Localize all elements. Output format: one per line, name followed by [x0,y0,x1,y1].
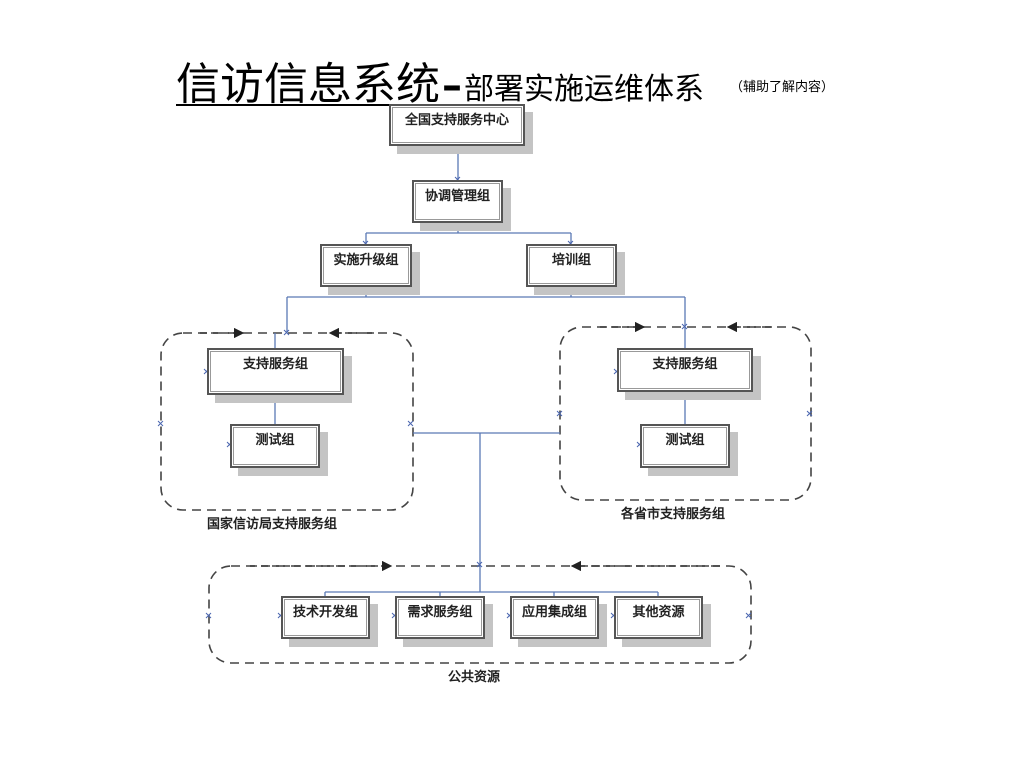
node-national-test: 测试组 [230,424,320,468]
node-national-support: 支持服务组 [207,348,344,395]
page-title: 信访信息系统–部署实施运维体系 （辅助了解内容） [176,48,834,112]
connector-lines [274,146,686,596]
group-label-public-resources: 公共资源 [448,670,501,685]
node-label: 测试组 [665,433,705,448]
node-requirements: 需求服务组 [395,596,485,639]
node-label: 应用集成组 [521,605,587,620]
node-implementation-upgrade: 实施升级组 [320,244,412,287]
title-main: 信访信息系统 [176,59,440,110]
node-coordination: 协调管理组 [412,180,503,223]
node-label: 支持服务组 [652,357,718,372]
node-national-center: 全国支持服务中心 [389,104,525,146]
node-label: 测试组 [255,433,295,448]
group-label-provincial: 各省市支持服务组 [621,507,726,522]
node-tech-dev: 技术开发组 [281,596,370,639]
node-label: 支持服务组 [242,357,308,372]
node-label: 培训组 [551,253,591,268]
node-label: 实施升级组 [333,253,399,268]
node-app-integration: 应用集成组 [510,596,599,639]
node-province-test: 测试组 [640,424,730,468]
node-training: 培训组 [526,244,617,287]
node-label: 协调管理组 [424,189,490,204]
node-label: 需求服务组 [407,605,473,620]
node-label: 全国支持服务中心 [404,113,509,128]
node-other-resources: 其他资源 [614,596,703,639]
title-note: （辅助了解内容） [730,80,835,95]
node-label: 其他资源 [632,605,685,620]
node-province-support: 支持服务组 [617,348,753,392]
title-dash: – [442,63,462,109]
group-label-national-bureau: 国家信访局支持服务组 [207,517,338,532]
title-subtitle: 部署实施运维体系 [464,72,704,107]
node-label: 技术开发组 [292,605,358,620]
